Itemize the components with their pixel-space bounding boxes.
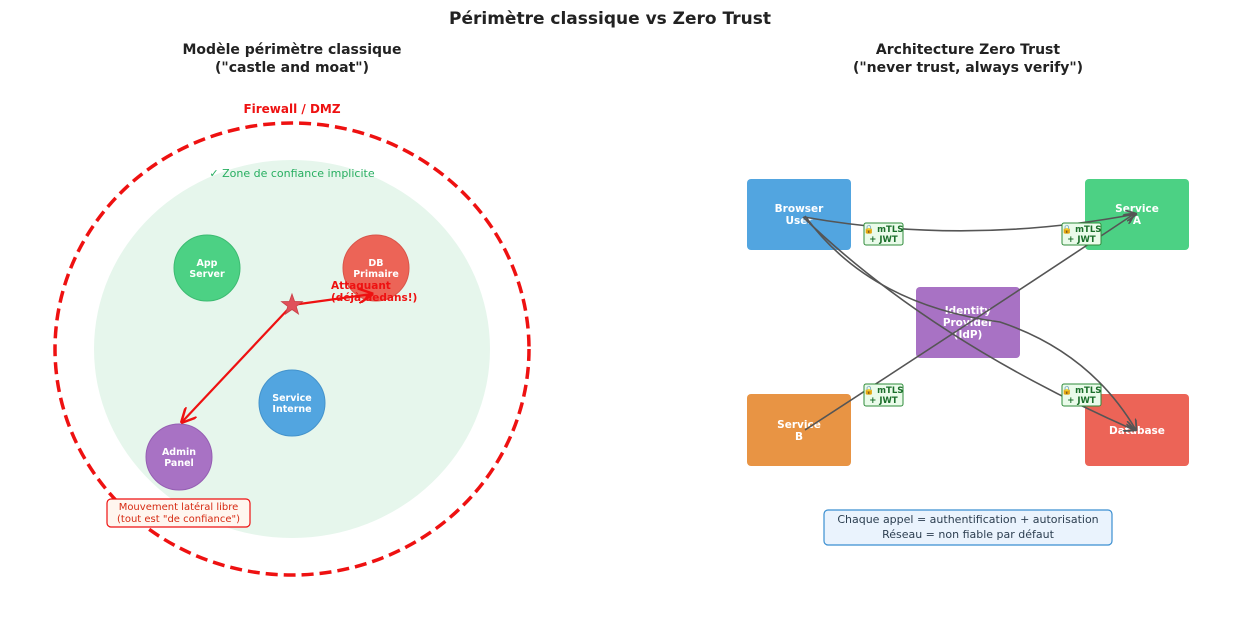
firewall-label: Firewall / DMZ — [243, 102, 340, 116]
badge-tr-line1: 🔒 mTLS — [1062, 224, 1102, 235]
auth-badge-bottom-left: 🔒 mTLS + JWT — [863, 383, 904, 407]
firewall-boundary — [53, 121, 531, 577]
service-b-label-1: Service — [777, 419, 821, 431]
lateral-movement-line1: Mouvement latéral libre — [119, 501, 239, 513]
db-primaire-label-2: Primaire — [353, 269, 399, 280]
admin-panel-label-2: Panel — [164, 458, 194, 469]
idp-label-1: Identity — [945, 305, 992, 317]
auth-badge-top-right: 🔒 mTLS + JWT — [1061, 222, 1102, 246]
badge-tr-line2: + JWT — [1067, 235, 1096, 245]
idp-label-3: (IdP) — [954, 329, 983, 341]
trust-zone — [94, 160, 490, 538]
zero-trust-note-box — [823, 509, 1113, 546]
badge-br-line1: 🔒 mTLS — [1062, 385, 1102, 396]
attacker-label-1: Attaquant — [331, 280, 391, 292]
node-service-interne: Service Interne — [258, 369, 326, 437]
service-interne-label-2: Interne — [272, 404, 311, 415]
badge-tl-line1: 🔒 mTLS — [864, 224, 904, 235]
main-title: Périmètre classique vs Zero Trust — [449, 9, 771, 29]
edge-user-service-a — [803, 214, 1136, 232]
admin-panel-label-1: Admin — [162, 447, 196, 458]
lateral-movement-box — [106, 498, 251, 528]
service-a-label-1: Service — [1115, 203, 1159, 215]
attacker-star-icon — [280, 292, 304, 315]
node-service-b: Service B — [747, 394, 851, 466]
database-label: Database — [1109, 425, 1165, 437]
attacker-label-2: (déjà dedans!) — [331, 292, 417, 304]
trust-zone-label: ✓ Zone de confiance implicite — [209, 167, 374, 180]
service-interne-label-1: Service — [272, 393, 312, 404]
badge-bl-line1: 🔒 mTLS — [864, 385, 904, 396]
auth-badge-top-left: 🔒 mTLS + JWT — [863, 222, 904, 246]
left-title-line1: Modèle périmètre classique — [183, 42, 402, 58]
browser-user-label-1: Browser — [775, 203, 824, 215]
zero-trust-note-line1: Chaque appel = authentification + autori… — [837, 513, 1098, 526]
right-panel: Architecture Zero Trust ("never trust, a… — [747, 42, 1189, 546]
left-panel: Modèle périmètre classique ("castle and … — [53, 42, 531, 577]
app-server-label-2: Server — [189, 269, 225, 280]
node-app-server: App Server — [173, 234, 241, 302]
attack-arrow-db — [291, 294, 372, 307]
db-primaire-label-1: DB — [368, 258, 383, 269]
badge-bl-line2: + JWT — [869, 396, 898, 406]
left-title-line2: ("castle and moat") — [215, 60, 369, 76]
lateral-movement-line2: (tout est "de confiance") — [117, 514, 240, 525]
right-title-line1: Architecture Zero Trust — [876, 42, 1060, 58]
service-a-label-2: A — [1133, 215, 1142, 227]
app-server-label-1: App — [197, 258, 218, 269]
edge-user-database-2 — [804, 215, 1136, 430]
node-admin-panel: Admin Panel — [145, 423, 213, 491]
zero-trust-note-line2: Réseau = non fiable par défaut — [882, 528, 1055, 541]
auth-badge-bottom-right: 🔒 mTLS + JWT — [1061, 383, 1102, 407]
right-title-line2: ("never trust, always verify") — [853, 60, 1083, 76]
service-b-label-2: B — [795, 431, 803, 443]
node-db-primaire: DB Primaire — [342, 234, 410, 302]
node-browser-user: Browser User — [747, 179, 851, 250]
badge-br-line2: + JWT — [1067, 396, 1096, 406]
badge-tl-line2: + JWT — [869, 235, 898, 245]
attack-arrow-admin — [182, 304, 293, 422]
